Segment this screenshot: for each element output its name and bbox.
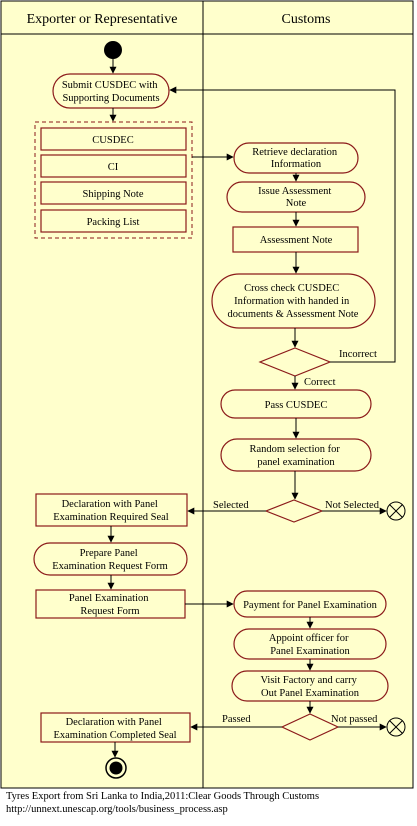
documents-group — [34, 121, 193, 239]
submit-cusdec-activity — [52, 73, 170, 109]
declaration-completed-seal-label: Declaration with Panel Examination Compl… — [53, 717, 176, 741]
doc-ci-label: CI — [108, 162, 119, 173]
issue-assessment-label: Issue Assessment Note — [258, 186, 334, 209]
cross-check-activity — [211, 273, 376, 329]
appoint-officer-label: Appoint officer for Panel Examination — [269, 633, 351, 657]
lane-title-customs: Customs — [281, 12, 330, 27]
edge-label-passed: Passed — [222, 714, 251, 725]
declaration-required-seal-label: Declaration with Panel Examination Requi… — [53, 499, 169, 523]
prepare-form-label: Prepare Panel Examination Request Form — [52, 548, 168, 572]
decision-examination — [280, 713, 340, 741]
doc-cusdec-label: CUSDEC — [92, 135, 133, 146]
flow-final-not-passed — [386, 717, 406, 737]
doc-cusdec — [40, 127, 187, 151]
visit-factory-label: Visit Factory and carry Out Panel Examin… — [260, 675, 359, 699]
lane-title-exporter: Exporter or Representative — [27, 12, 178, 27]
end-node — [105, 757, 127, 779]
doc-packing-list — [40, 209, 187, 233]
doc-shipping-note-label: Shipping Note — [83, 189, 144, 200]
figure-caption: Tyres Export from Sri Lanka to India,201… — [6, 790, 416, 816]
flow-final-not-selected — [386, 501, 406, 521]
edge-label-incorrect: Incorrect — [339, 349, 377, 360]
payment-label: Payment for Panel Examination — [243, 600, 378, 611]
edge-label-correct: Correct — [304, 377, 336, 388]
retrieve-label: Retrieve declaration Information — [252, 147, 339, 170]
doc-packing-list-label: Packing List — [87, 217, 140, 228]
decision-selection — [264, 499, 324, 523]
pass-cusdec-label: Pass CUSDEC — [265, 400, 328, 411]
caption-url: http://unnext.unescap.org/tools/business… — [6, 804, 228, 815]
connectors — [107, 59, 396, 758]
edge-label-not-selected: Not Selected — [325, 500, 380, 511]
start-node — [104, 41, 122, 59]
edge-label-not-passed: Not passed — [331, 714, 378, 725]
edge-label-selected: Selected — [213, 500, 249, 511]
doc-shipping-note — [40, 181, 187, 205]
assessment-note-label: Assessment Note — [260, 235, 333, 246]
declaration-completed-seal-object — [40, 712, 191, 743]
doc-ci — [40, 154, 187, 178]
submit-cusdec-label: Submit CUSDEC with Supporting Documents — [62, 80, 160, 104]
assessment-note-object — [232, 226, 359, 253]
random-selection-activity — [220, 438, 372, 472]
cross-check-label: Cross check CUSDEC Information with hand… — [228, 283, 359, 320]
activity-diagram: Exporter or Representative Customs Submi… — [0, 0, 414, 789]
random-selection-label: Random selection for panel examination — [249, 444, 342, 468]
request-form-label: Panel Examination Request Form — [69, 593, 151, 617]
lane-exporter — [0, 0, 204, 789]
request-form-object — [35, 589, 186, 619]
caption-title: Tyres Export from Sri Lanka to India,201… — [6, 791, 320, 802]
